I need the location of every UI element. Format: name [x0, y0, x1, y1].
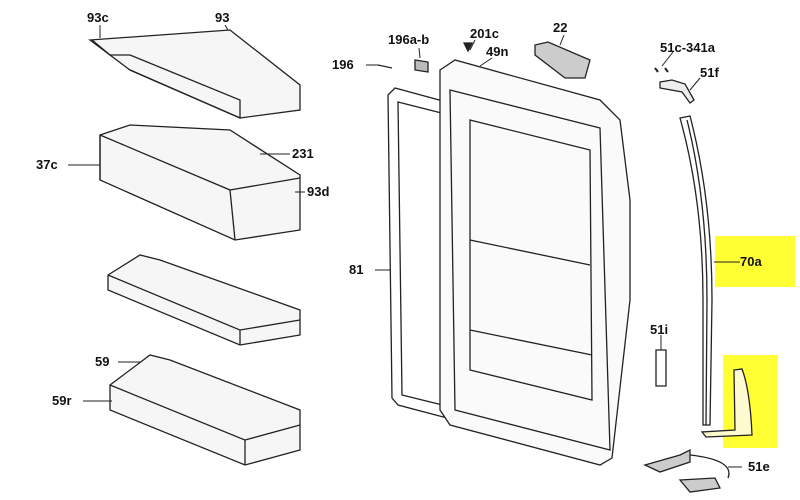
label-93: 93	[215, 10, 230, 25]
label-51f: 51f	[700, 65, 719, 80]
part-201c-screw	[462, 42, 474, 53]
part-51c-screws	[654, 67, 669, 73]
part-bracket	[700, 368, 753, 438]
part-37c-drawer	[99, 124, 301, 241]
leader-lines	[68, 24, 742, 468]
label-51c-341a: 51c-341a	[660, 40, 715, 55]
label-231: 231	[292, 146, 314, 161]
part-51f-hinge	[659, 79, 695, 104]
label-196a-b: 196a-b	[388, 32, 430, 47]
part-51i-label	[655, 349, 667, 387]
part-70a-strip	[679, 115, 713, 426]
label-59: 59	[95, 354, 110, 369]
label-196: 196	[332, 57, 354, 72]
label-51e: 51e	[748, 459, 770, 474]
label-93c: 93c	[87, 10, 109, 25]
part-22-handle	[534, 41, 591, 79]
part-196ab-clip	[414, 59, 429, 73]
label-93d: 93d	[307, 184, 330, 199]
part-51e-hinge	[643, 448, 721, 493]
part-shelf-middle	[107, 254, 301, 346]
label-201c: 201c	[470, 26, 499, 41]
part-59-shelf	[109, 354, 301, 466]
label-22: 22	[553, 20, 568, 35]
label-49n: 49n	[486, 44, 509, 59]
part-196-pin	[377, 64, 393, 69]
part-49n-door	[439, 59, 631, 466]
part-93-shelf	[88, 29, 301, 119]
label-51i: 51i	[650, 322, 669, 337]
label-70a: 70a	[740, 254, 762, 269]
label-37c: 37c	[36, 157, 58, 172]
label-59r: 59r	[52, 393, 72, 408]
label-81: 81	[349, 262, 364, 277]
